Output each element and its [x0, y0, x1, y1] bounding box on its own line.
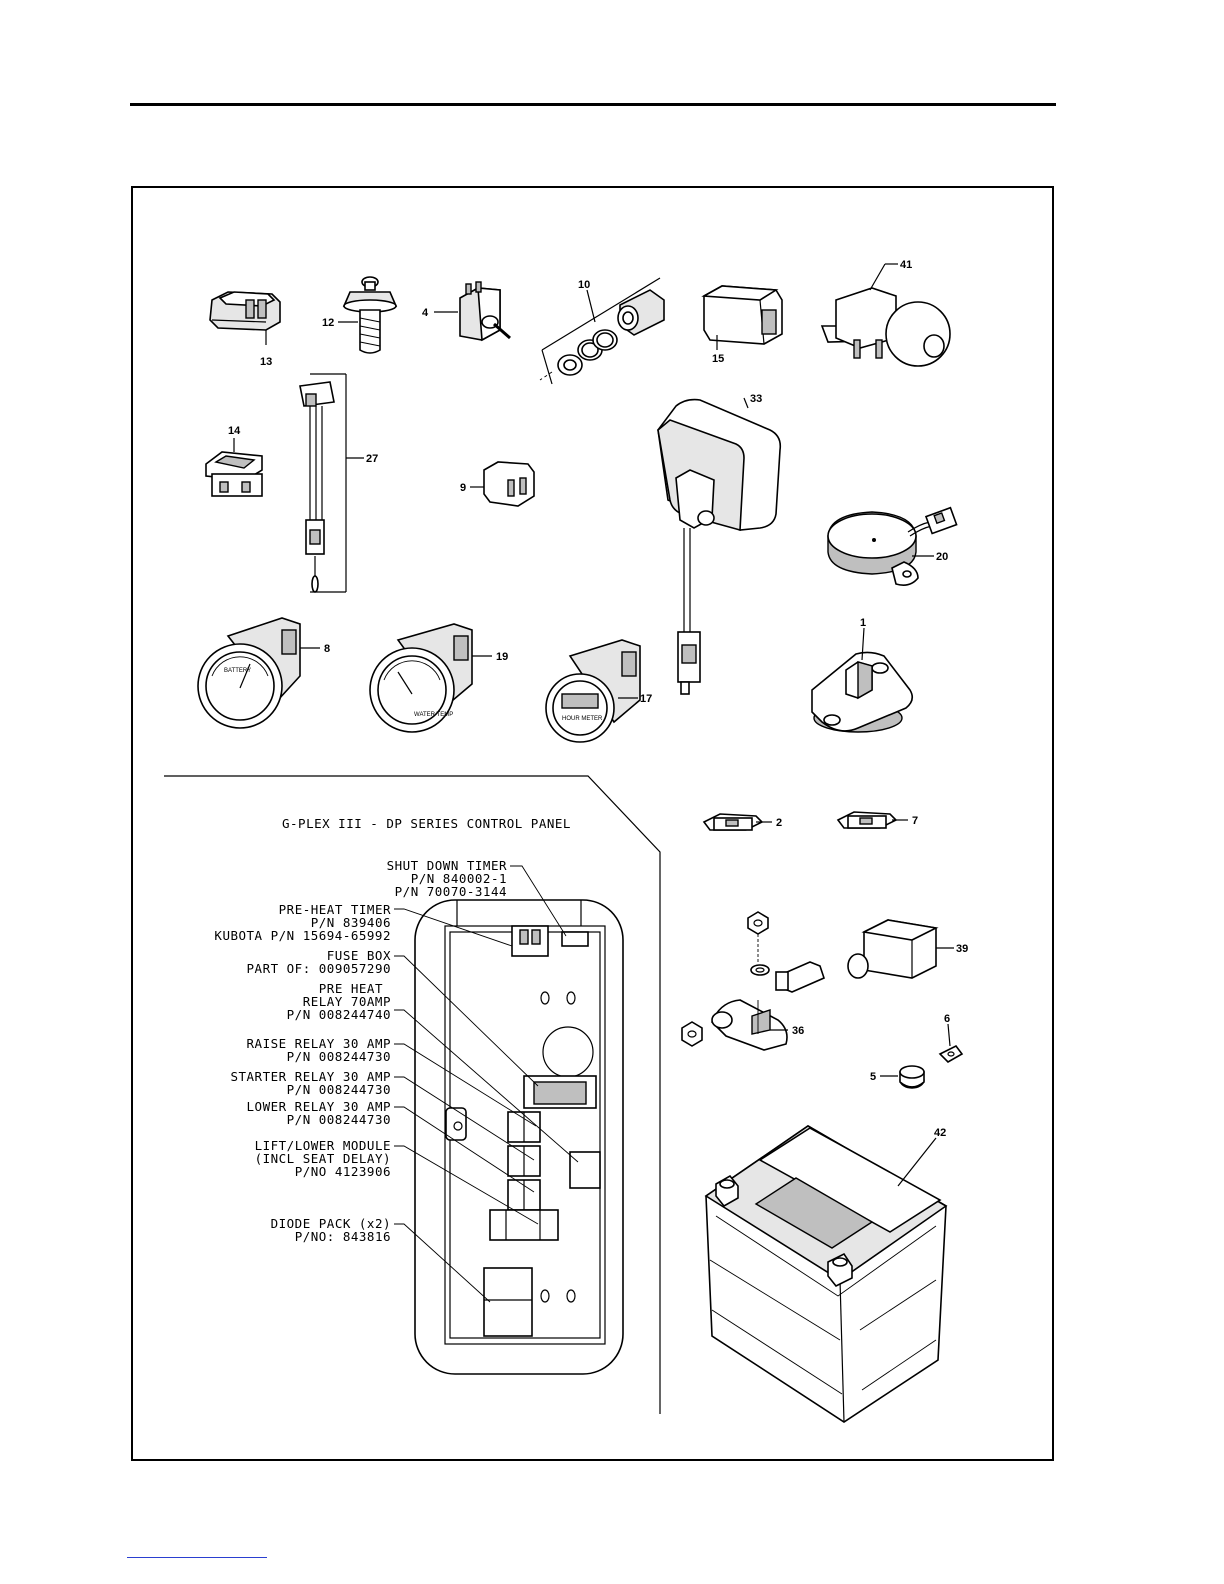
callout-7: 7 [912, 815, 918, 827]
part-17-hour-meter: HOUR METER [545, 639, 641, 743]
panel-labels: SHUT DOWN TIMER P/N 840002-1 P/N 70070-3… [214, 858, 507, 1244]
label-diode-pack-pn: P/NO: 843816 [295, 1229, 391, 1244]
footer-rule [127, 1557, 267, 1558]
battery-gauge-face: BATTERY [224, 668, 251, 674]
label-pre-heat-timer-pn: P/N 839406 [311, 915, 391, 930]
part-42-battery [704, 1125, 948, 1423]
control-panel-housing [414, 899, 624, 1375]
callout-10: 10 [578, 279, 590, 291]
part-33-work-light [657, 397, 782, 695]
label-lift-lower-module-pn: P/NO 4123906 [295, 1164, 391, 1179]
diagram-frame [131, 186, 1054, 1461]
part-41-starter-solenoid [820, 263, 951, 367]
callout-2: 2 [776, 817, 782, 829]
callout-4: 4 [422, 307, 429, 319]
label-lower-relay: LOWER RELAY 30 AMP [247, 1099, 391, 1114]
label-raise-relay: RAISE RELAY 30 AMP [247, 1036, 391, 1051]
part-27-seat-switch [299, 373, 364, 593]
callout-39: 39 [956, 943, 968, 955]
callout-1: 1 [860, 617, 866, 629]
part-12-pressure-sender [338, 276, 398, 354]
callout-9: 9 [460, 482, 466, 494]
part-10-key-switch [539, 277, 665, 385]
callout-42: 42 [934, 1127, 946, 1139]
label-shut-down-timer-pn2: P/N 70070-3144 [395, 884, 507, 899]
panel-title: G-PLEX III - DP SERIES CONTROL PANEL [282, 816, 571, 831]
callout-13: 13 [260, 356, 272, 368]
part-39-connector [847, 919, 954, 979]
callout-19: 19 [496, 651, 508, 663]
label-pre-heat-relay: PRE HEAT [319, 981, 383, 996]
hour-meter-face: HOUR METER [562, 716, 603, 722]
label-fuse-box-pn: PART OF: 009057290 [247, 961, 391, 976]
callout-5: 5 [870, 1071, 876, 1083]
label-pre-heat-relay-pn: P/N 008244740 [287, 1007, 391, 1022]
label-lift-lower-module-note: (INCL SEAT DELAY) [255, 1151, 391, 1166]
part-20-buzzer [827, 506, 958, 586]
part-8-battery-gauge: BATTERY [197, 617, 320, 729]
callout-6: 6 [944, 1013, 950, 1025]
callout-33: 33 [750, 393, 762, 405]
label-pre-heat-timer-kubota: KUBOTA P/N 15694-65992 [214, 928, 391, 943]
callout-14: 14 [228, 425, 241, 437]
callout-8: 8 [324, 643, 330, 655]
part-9-relay [470, 461, 535, 507]
part-7-fuse [836, 811, 908, 829]
label-lift-lower-module: LIFT/LOWER MODULE [255, 1138, 391, 1153]
label-shut-down-timer: SHUT DOWN TIMER [387, 858, 507, 873]
part-4-toggle-switch [434, 281, 511, 342]
label-pre-heat-relay-amp: RELAY 70AMP [303, 994, 391, 1009]
panel-leader-lines [394, 865, 579, 1303]
part-36-battery-clamp [681, 911, 825, 1051]
header-rule [130, 103, 1056, 106]
label-raise-relay-pn: P/N 008244730 [287, 1049, 391, 1064]
callout-41: 41 [900, 259, 912, 271]
callout-12: 12 [322, 317, 334, 329]
callout-36: 36 [792, 1025, 804, 1037]
part-19-water-temp-gauge: WATER TEMP [369, 623, 492, 733]
part-1-thermo-switch [811, 627, 914, 733]
panel-section-divider [164, 775, 661, 1414]
label-lower-relay-pn: P/N 008244730 [287, 1112, 391, 1127]
part-5-cap [880, 1065, 925, 1089]
part-2-fuse [702, 813, 772, 831]
callout-17: 17 [640, 693, 652, 705]
part-13-relay [209, 291, 281, 345]
part-15-relay [701, 285, 783, 350]
part-14-rocker-switch [205, 438, 263, 497]
callout-15: 15 [712, 353, 724, 365]
label-starter-relay-pn: P/N 008244730 [287, 1082, 391, 1097]
callout-27: 27 [366, 453, 378, 465]
label-pre-heat-timer: PRE-HEAT TIMER [279, 902, 391, 917]
label-starter-relay: STARTER RELAY 30 AMP [230, 1069, 391, 1084]
part-6-clip [938, 1023, 964, 1063]
label-shut-down-timer-pn1: P/N 840002-1 [411, 871, 507, 886]
label-fuse-box: FUSE BOX [327, 948, 391, 963]
callout-20: 20 [936, 551, 948, 563]
water-temp-gauge-face: WATER TEMP [414, 712, 453, 718]
label-diode-pack: DIODE PACK (x2) [271, 1216, 391, 1231]
